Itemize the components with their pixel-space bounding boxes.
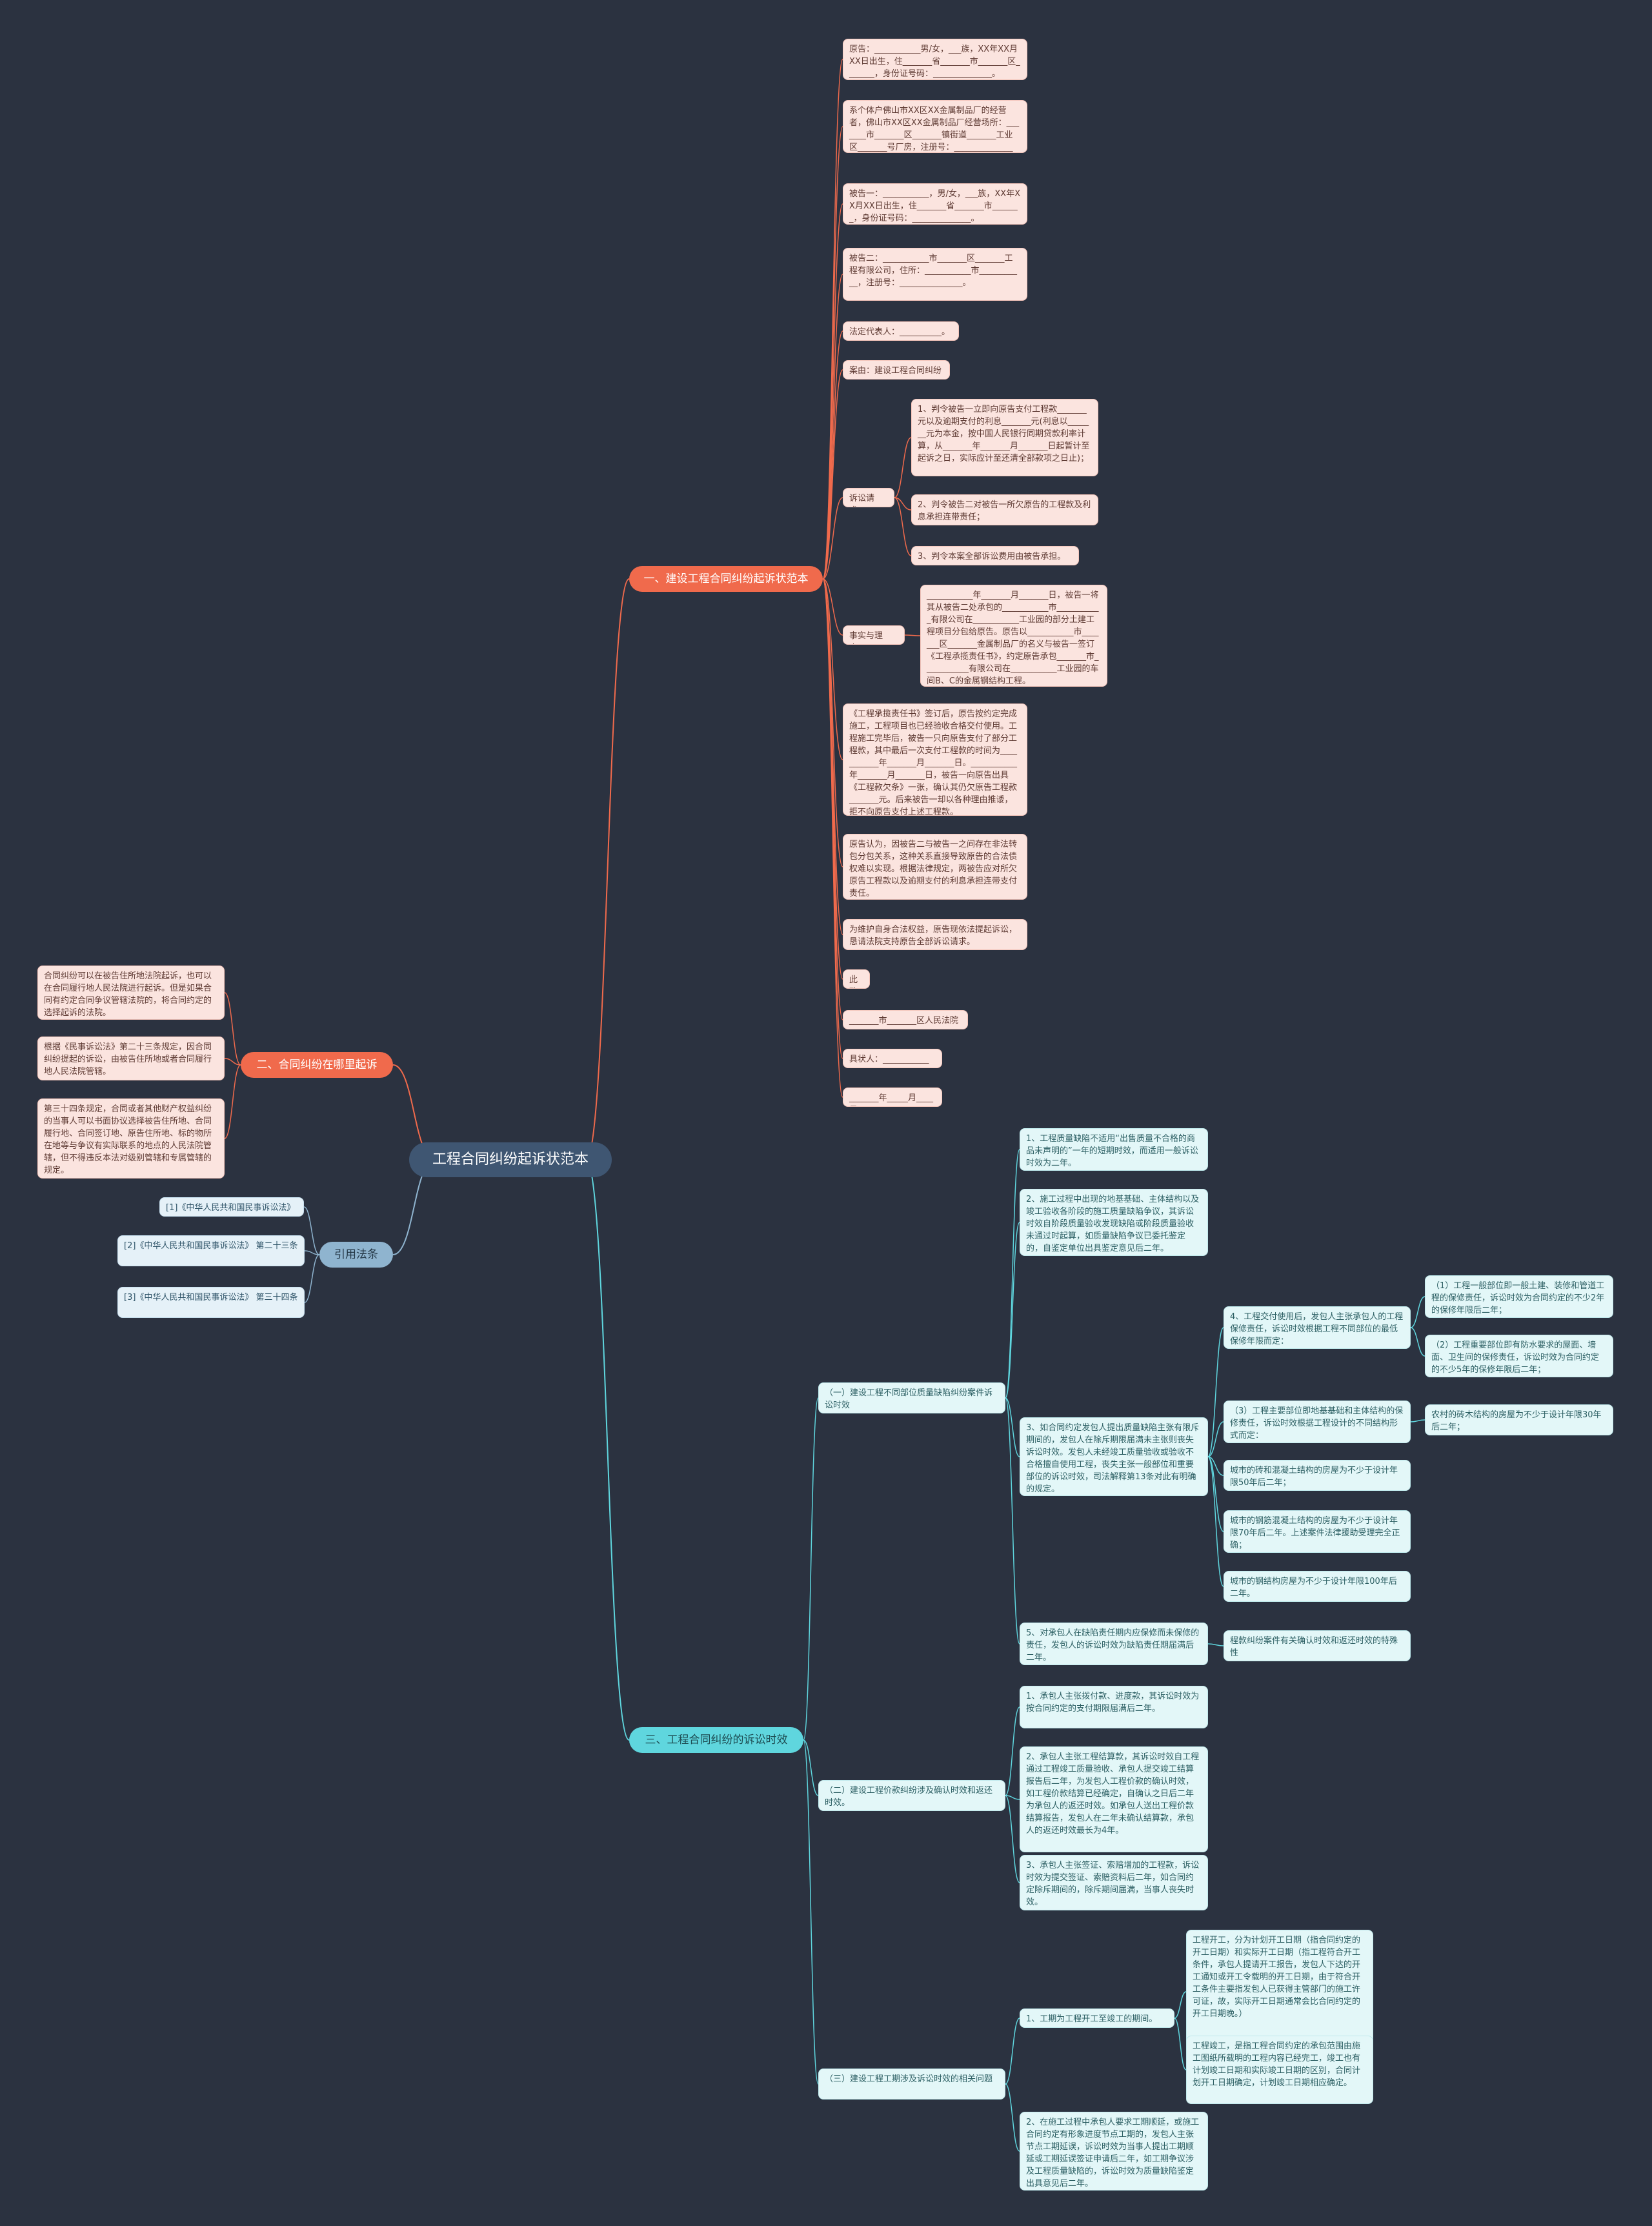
b4s1c1b: （2）工程重要部位即有防水要求的屋面、墙面、卫生间的保修责任，诉讼时效为合同约定… xyxy=(1425,1335,1613,1377)
branch-2[interactable]: 二、合同纠纷在哪里起诉 xyxy=(241,1052,393,1078)
connector xyxy=(894,437,912,498)
connector xyxy=(1207,1456,1224,1476)
connector xyxy=(1005,1795,1020,1800)
b4s1c3: 城市的砖和混凝土结构的房屋为不少于设计年限50年后二年； xyxy=(1224,1460,1411,1491)
connector xyxy=(304,1250,320,1255)
b2c3: 第三十四条规定，合同或者其他财产权益纠纷的当事人可以书面协议选择被告住所地、合同… xyxy=(37,1098,225,1179)
b4s2a: 1、承包人主张拨付款、进度款，其诉讼时效为按合同约定的支付期限届满后二年。 xyxy=(1020,1686,1208,1728)
branch-4[interactable]: 三、工程合同纠纷的诉讼时效 xyxy=(629,1727,803,1753)
b1c7c: 3、判令本案全部诉讼费用由被告承担。 xyxy=(911,546,1079,565)
b3c2: [2]《中华人民共和国民事诉讼法》 第二十三条 xyxy=(117,1235,305,1266)
root-node[interactable]: 工程合同纠纷起诉状范本 xyxy=(409,1142,612,1177)
b4s1b: 2、施工过程中出现的地基基础、主体结构以及竣工验收各阶段的施工质量缺陷争议，其诉… xyxy=(1020,1189,1208,1256)
connector xyxy=(822,126,843,580)
b2c1: 合同纠纷可以在被告住所地法院起诉，也可以在合同履行地人民法院进行起诉。但是如果合… xyxy=(37,966,225,1020)
b3c1: [1]《中华人民共和国民事诉讼法》 xyxy=(159,1197,304,1217)
b4s3a: 1、工期为工程开工至竣工的期间。 xyxy=(1020,2008,1174,2028)
branch-1[interactable]: 一、建设工程合同纠纷起诉状范本 xyxy=(629,566,823,592)
b1c7a: 1、判令被告一立即向原告支付工程款_______元以及逾期支付的利息______… xyxy=(911,399,1098,476)
connector xyxy=(1005,1149,1020,1399)
b1c8: 事实与理由： xyxy=(843,625,905,645)
b2c2: 根据《民事诉讼法》第二十三条规定，因合同纠纷提起的诉讼，由被告住所地或者合同履行… xyxy=(37,1037,225,1080)
b4s1d: 5、对承包人在缺陷责任期内应保修而未保修的责任，发包人的诉讼时效为缺陷责任期届满… xyxy=(1020,1623,1208,1665)
connector xyxy=(822,578,843,636)
connector xyxy=(803,1739,819,1796)
connector xyxy=(1410,1419,1425,1422)
connector xyxy=(1005,2083,1020,2152)
b1c13: _______市_______区人民法院 xyxy=(843,1010,968,1029)
b4s2: （二）建设工程价款纠纷涉及确认时效和返还时效。 xyxy=(818,1780,1005,1811)
connector xyxy=(1005,1397,1020,1644)
b1c4: 被告二：___________市_______区_______工程有限公司，住所… xyxy=(843,248,1027,301)
branch-3[interactable]: 引用法条 xyxy=(319,1242,393,1268)
connector xyxy=(1207,1456,1224,1587)
b4s3a2: 工程竣工，是指工程合同约定的承包范围由施工图纸所载明的工程内容已经完工，竣工也有… xyxy=(1186,2036,1373,2104)
connector xyxy=(1005,1222,1020,1399)
connector xyxy=(822,578,843,760)
connector xyxy=(1005,1795,1020,1883)
b4s1: （一）建设工程不同部位质量缺陷纠纷案件诉讼时效 xyxy=(818,1382,1005,1413)
connector xyxy=(1174,2018,1187,2070)
b3c3: [3]《中华人民共和国民事诉讼法》 第三十四条 xyxy=(117,1287,305,1318)
b1c7: 诉讼请求： xyxy=(843,488,894,507)
connector xyxy=(1174,1991,1187,2019)
b4s1c2: （3）工程主要部位即地基基础和主体结构的保修责任，诉讼时效根据工程设计的不同结构… xyxy=(1224,1401,1411,1443)
connector xyxy=(894,497,912,556)
connector xyxy=(803,1739,819,2085)
b4s1a: 1、工程质量缺陷不适用“出售质量不合格的商品未声明的”一年的短期时效，而适用一般… xyxy=(1020,1128,1208,1171)
connector xyxy=(822,578,843,1098)
connector xyxy=(1207,1327,1224,1457)
connector xyxy=(1207,1456,1224,1532)
b1c6: 案由：建设工程合同纠纷 xyxy=(843,360,950,379)
connector xyxy=(224,1064,241,1139)
b4s1c5: 城市的钢结构房屋为不少于设计年限100年后二年。 xyxy=(1224,1571,1411,1602)
b1c5: 法定代表人：__________。 xyxy=(843,321,959,341)
b4s3a1: 工程开工，分为计划开工日期（指合同约定的开工日期）和实际开工日期（指工程符合开工… xyxy=(1186,1930,1373,2054)
b1c15: _______年_____月____日 xyxy=(843,1088,942,1107)
b1c8a: ___________年_______月_______日，被告一将其从被告二处承… xyxy=(920,585,1107,687)
connector xyxy=(1005,1397,1020,1457)
b4s1c1: 4、工程交付使用后，发包人主张承包人的工程保修责任，诉讼时效根据工程不同部位的最… xyxy=(1224,1306,1411,1349)
connector xyxy=(303,1206,320,1255)
connector xyxy=(822,203,843,580)
b4s1d1: 程款纠纷案件有关确认时效和返还时效的特殊性 xyxy=(1224,1630,1411,1661)
b4s1c4: 城市的钢筋混凝土结构的房屋为不少于设计年限70年后二年。上述案件法律援助受理完全… xyxy=(1224,1510,1411,1553)
b4s1c1a: （1）工程一般部位即一般土建、装修和管道工程的保修责任，诉讼时效为合同约定的不少… xyxy=(1425,1275,1613,1318)
connector xyxy=(1207,1421,1224,1457)
connector xyxy=(224,992,241,1066)
b1c1: 原告：___________男/女，___族，XX年XX月XX日出生，住____… xyxy=(843,39,1027,80)
connector xyxy=(304,1254,320,1303)
b1c11: 为维护自身合法权益，原告现依法提起诉讼，恳请法院支持原告全部诉讼请求。 xyxy=(843,919,1027,950)
connector xyxy=(1410,1327,1425,1357)
b1c2: 系个体户佛山市XX区XX金属制品厂的经营者，佛山市XX区XX金属制品厂经营场所：… xyxy=(843,100,1027,153)
b1c12: 此致 xyxy=(843,969,870,989)
b1c9: 《工程承揽责任书》签订后，原告按约定完成施工，工程项目也已经验收合格交付使用。工… xyxy=(843,703,1027,816)
connector xyxy=(1005,1706,1020,1796)
connector xyxy=(1207,1643,1224,1646)
b4s1c2a: 农村的砖木结构的房屋为不少于设计年限30年后二年； xyxy=(1425,1404,1613,1435)
connector xyxy=(822,369,843,580)
connector xyxy=(585,578,630,1160)
connector xyxy=(585,1159,630,1741)
b1c7b: 2、判令被告二对被告一所欠原告的工程款及利息承担连带责任； xyxy=(911,494,1098,525)
connector xyxy=(1005,2018,1020,2085)
b4s3: （三）建设工程工期涉及诉讼时效的相关问题 xyxy=(818,2069,1005,2100)
b4s2c: 3、承包人主张签证、索赔增加的工程款，诉讼时效为提交签证、索赔资料后二年，如合同… xyxy=(1020,1855,1208,1910)
b4s1c: 3、如合同约定发包人提出质量缺陷主张有限斥期间的，发包人在除斥期限届满未主张则丧… xyxy=(1020,1417,1208,1496)
b1c10: 原告认为，因被告二与被告一之间存在非法转包分包关系，这种关系直接导致原告的合法债… xyxy=(843,834,1027,900)
connector xyxy=(224,1058,241,1066)
b1c14: 具状人：___________ xyxy=(843,1049,942,1068)
connector xyxy=(803,1397,819,1741)
connector xyxy=(1410,1296,1425,1328)
connector xyxy=(904,634,921,636)
connector xyxy=(822,497,843,580)
b4s2b: 2、承包人主张工程结算款，其诉讼时效自工程通过工程竣工质量验收、承包人提交竣工结… xyxy=(1020,1746,1208,1852)
b1c3: 被告一：___________，男/女，___族，XX年XX月XX日出生，住__… xyxy=(843,183,1027,225)
b4s3b: 2、在施工过程中承包人要求工期顺延，或施工合同约定有形象进度节点工期的，发包人主… xyxy=(1020,2112,1208,2191)
connector xyxy=(894,497,912,511)
